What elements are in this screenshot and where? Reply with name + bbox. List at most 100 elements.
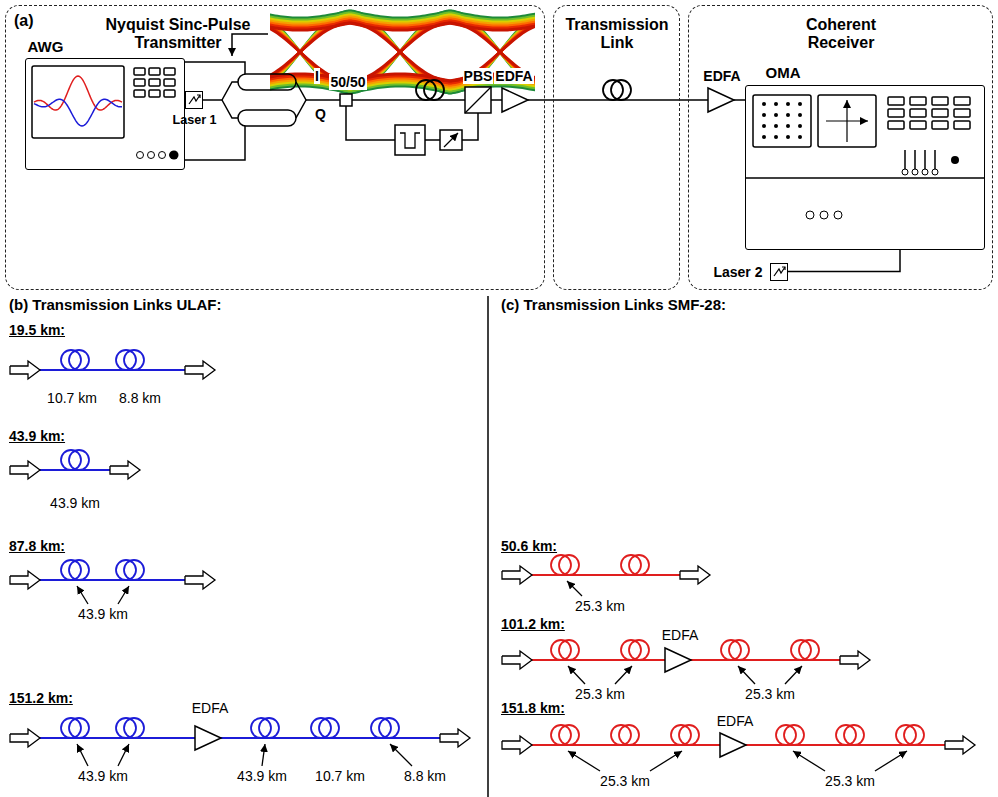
fiber — [734, 99, 745, 101]
instrument-button — [910, 97, 926, 105]
link-length-heading: 151.8 km: — [500, 700, 566, 716]
fiber-coil — [679, 725, 699, 745]
link-row — [502, 555, 710, 584]
connector-port — [834, 211, 842, 219]
span-length: 8.8 km — [118, 390, 162, 406]
screen-arrow — [846, 100, 847, 142]
component-label: EDFA — [494, 68, 533, 84]
node-title: Laser 1 — [160, 113, 230, 127]
open-arrow — [502, 566, 532, 584]
open-arrow — [10, 361, 40, 379]
leader-arrow — [785, 666, 802, 684]
connector-port — [932, 169, 938, 175]
constellation-dot — [786, 102, 790, 106]
coupler — [340, 94, 352, 106]
amplifier-triangle — [720, 733, 746, 757]
leader-arrow — [118, 744, 129, 766]
pbs — [465, 87, 491, 113]
fiber — [40, 369, 185, 371]
pbs-diagonal — [465, 87, 491, 113]
leader-arrow — [77, 586, 88, 604]
fiber-coil — [379, 718, 399, 738]
link-length-heading: 50.6 km: — [500, 538, 558, 554]
instrument-button — [932, 109, 948, 117]
link-illustrations — [10, 296, 975, 797]
fiber — [688, 99, 708, 101]
leader-arrow — [118, 586, 129, 604]
leader-arrow — [568, 666, 585, 684]
fiber-coil — [124, 560, 144, 580]
fiber-coil — [784, 725, 804, 745]
fiber — [203, 99, 222, 101]
eye-trace — [450, 11, 535, 93]
fiber-coil — [611, 80, 631, 100]
fiber-port — [904, 150, 906, 170]
instrument-button — [149, 68, 160, 75]
node-title: Nyquist Sinc-Pulse Transmitter — [93, 16, 263, 53]
eye-trace — [450, 11, 535, 93]
instrument-button — [134, 90, 145, 97]
open-arrow — [110, 461, 140, 479]
span-length: 25.3 km — [574, 598, 626, 614]
eye-trace — [270, 23, 350, 81]
instrument-button — [954, 121, 970, 129]
connector-port — [912, 169, 918, 175]
panel-divider — [487, 296, 489, 797]
rf-wire — [185, 62, 245, 74]
instrument-button — [888, 121, 904, 129]
fiber-coil — [844, 725, 864, 745]
instrument-button — [164, 90, 175, 97]
waveguide — [296, 82, 306, 118]
eye-trace — [270, 23, 350, 81]
constellation-dot — [774, 113, 778, 117]
fiber-connector — [680, 99, 688, 101]
fiber-coil — [124, 718, 144, 738]
fiber-connector — [545, 99, 553, 101]
instrument-button — [910, 121, 926, 129]
fiber — [532, 574, 680, 576]
component-label: I — [314, 68, 320, 84]
eye-trace — [350, 23, 450, 81]
connector-port — [922, 169, 928, 175]
laser-glyph — [774, 267, 785, 276]
fiber-coil — [559, 725, 579, 745]
span-length: 43.9 km — [77, 768, 129, 784]
mzm-arm — [238, 110, 296, 126]
fiber-coil — [424, 80, 444, 100]
amplifier-triangle — [665, 648, 691, 672]
fiber — [306, 99, 340, 101]
leader-arrow — [262, 744, 265, 766]
constellation-dot — [786, 124, 790, 128]
instrument-knob — [159, 152, 166, 159]
eye-trace — [450, 19, 535, 85]
instrument-knob — [951, 156, 959, 164]
fiber — [346, 106, 395, 140]
fiber-port — [924, 150, 926, 170]
pointer-arrow — [232, 34, 268, 56]
fiber-coil — [559, 640, 579, 660]
oma-screen — [753, 95, 811, 147]
eye-trace — [450, 19, 535, 85]
fiber-port — [934, 150, 936, 170]
connector-port — [820, 211, 828, 219]
connector-port — [902, 169, 908, 175]
fiber-coil — [629, 555, 649, 575]
node-title: AWG — [28, 38, 64, 55]
awg-screen — [32, 66, 124, 138]
fiber-coil — [729, 640, 749, 660]
fiber-coil — [799, 640, 819, 660]
fiber-coil — [904, 725, 924, 745]
instrument-button — [149, 79, 160, 86]
span-length: 25.3 km — [574, 686, 626, 702]
laser-glyph — [197, 95, 200, 98]
waveguide — [222, 100, 238, 118]
waveform — [34, 99, 122, 126]
instrument-button — [932, 121, 948, 129]
attenuator-arrow — [444, 133, 458, 147]
constellation-dot — [762, 102, 766, 106]
delay-line — [395, 125, 425, 155]
constellation-dot — [798, 124, 802, 128]
constellation-dot — [774, 102, 778, 106]
eye-diagram — [270, 11, 535, 93]
